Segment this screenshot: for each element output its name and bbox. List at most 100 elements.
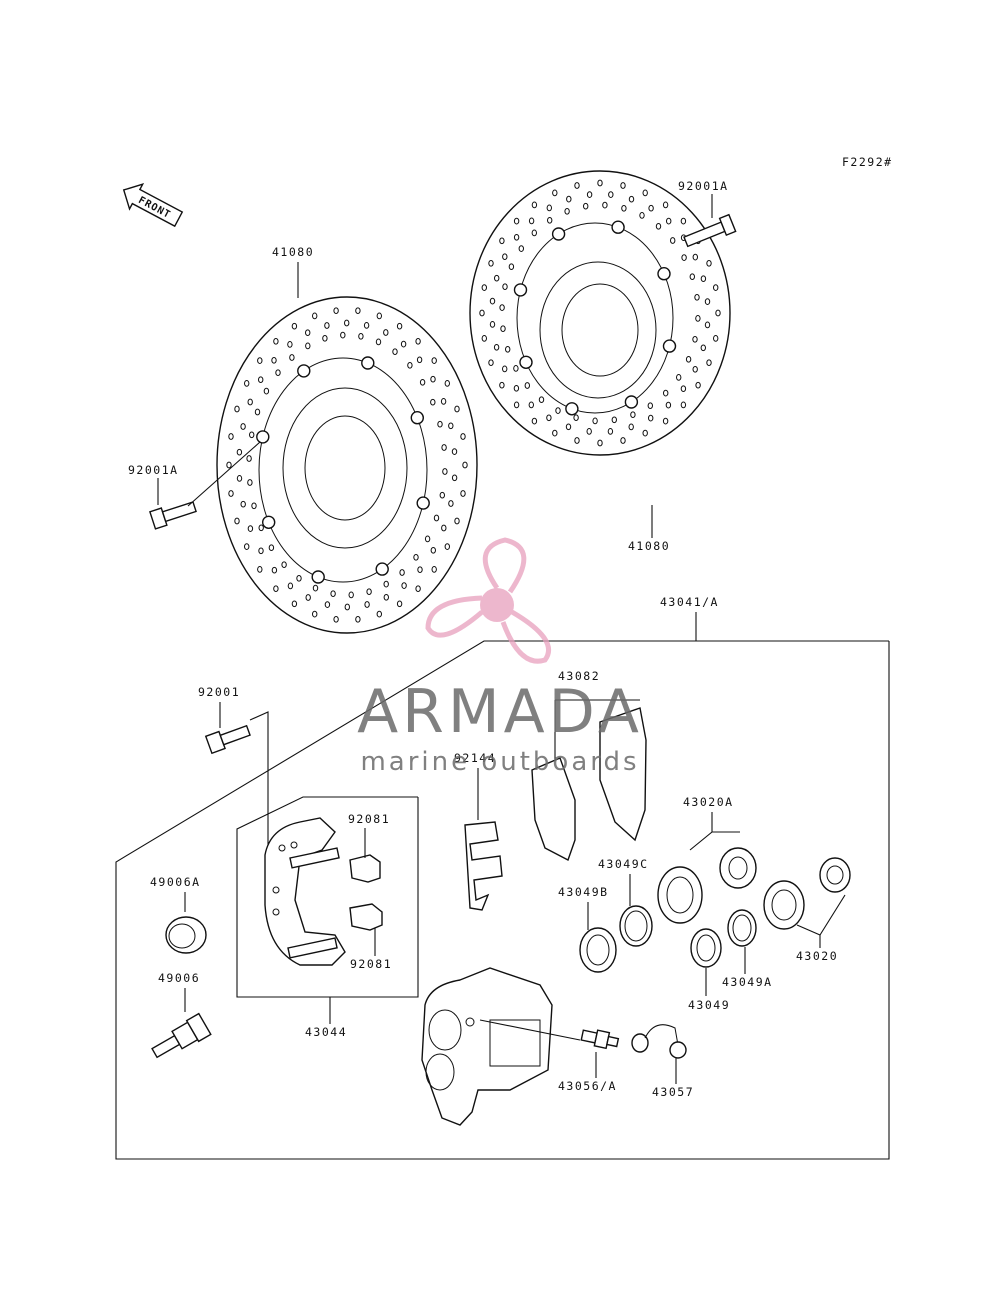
disc-hole	[444, 543, 450, 550]
disc-hole	[441, 524, 447, 532]
disc-hole	[305, 329, 311, 337]
disc-hole	[493, 343, 500, 351]
disc-hole	[479, 309, 485, 317]
disc-rivet	[256, 430, 270, 444]
disc-hole	[366, 588, 372, 596]
disc-hole	[564, 207, 570, 215]
disc-hole	[228, 490, 234, 497]
disc-hole	[254, 408, 261, 416]
disc-hole	[364, 601, 370, 608]
disc-hole	[555, 407, 561, 414]
disc-hole	[375, 338, 382, 346]
disc-hole	[454, 517, 460, 525]
disc-hole	[695, 315, 701, 322]
disc-hole	[592, 417, 598, 425]
disc-hole	[460, 433, 466, 440]
label-pin: 49006	[158, 971, 200, 985]
disc-hole	[430, 375, 436, 383]
disc-hole	[597, 439, 603, 447]
disc-hole	[513, 384, 520, 392]
disc-hole	[322, 334, 328, 342]
disc-hole	[430, 398, 436, 406]
disc-hole	[330, 590, 336, 598]
disc-hole	[620, 437, 626, 444]
disc-hole	[689, 273, 695, 281]
disc-hole	[680, 401, 687, 409]
disc-hole	[355, 307, 361, 315]
disc-hole	[500, 325, 506, 333]
disc-hole	[676, 374, 682, 381]
disc-hole	[246, 455, 252, 462]
disc-hole	[499, 304, 505, 311]
disc-rivet	[519, 355, 533, 369]
disc-hole	[513, 401, 520, 409]
watermark-tagline: marine outboards	[360, 747, 639, 777]
disc-hole	[481, 284, 487, 291]
disc-hole	[444, 380, 450, 387]
disc-hole	[552, 429, 558, 437]
disc-hole	[396, 322, 403, 330]
disc-hole	[305, 594, 311, 601]
disc-hole	[234, 405, 240, 413]
disc-hole	[565, 423, 572, 431]
piston-insulator-a-icon	[719, 847, 757, 889]
disc-rivet	[657, 267, 671, 281]
disc-hole	[257, 566, 263, 573]
disc-hole	[441, 444, 447, 451]
piston-insulator-icon	[819, 857, 851, 893]
disc-hole	[348, 591, 354, 599]
disc-rivet	[311, 570, 325, 584]
disc-hole	[630, 411, 636, 419]
label-disc-right: 41080	[628, 539, 670, 553]
disc-hole	[257, 357, 263, 364]
label-disc-left: 41080	[272, 245, 314, 259]
disc-hole	[376, 312, 382, 320]
disc-hole	[462, 461, 468, 469]
disc-hole	[706, 359, 712, 367]
disc-hole	[324, 322, 330, 329]
disc-rivet	[416, 496, 430, 510]
disc-hole	[680, 385, 687, 393]
pad-spring-icon	[464, 821, 503, 911]
label-bolt-left: 92001A	[128, 463, 179, 477]
clip-top-icon	[349, 854, 381, 883]
disc-hole	[268, 544, 275, 552]
disc-hole	[312, 584, 319, 592]
label-bolt-top: 92001A	[678, 179, 729, 193]
disc-hole	[451, 474, 458, 482]
label-bolt-caliper: 92001	[198, 685, 240, 699]
disc-hole	[531, 229, 537, 237]
disc-hole	[344, 603, 350, 611]
watermark-brand: ARMADA	[357, 677, 643, 747]
disc-hole	[692, 365, 698, 373]
disc-rivet	[624, 395, 639, 409]
disc-hole	[518, 245, 524, 252]
disc-hole	[505, 345, 511, 353]
disc-hole	[489, 321, 496, 328]
disc-hole	[665, 401, 672, 409]
disc-hole	[706, 259, 712, 267]
bleeder-cap-icon	[631, 1024, 687, 1059]
disc-hole	[273, 337, 279, 345]
disc-hole	[399, 569, 405, 576]
disc-hole	[291, 322, 298, 330]
disc-rivet	[297, 364, 311, 378]
disc-hole	[383, 329, 389, 336]
disc-hole	[340, 331, 346, 339]
disc-hole	[296, 574, 302, 582]
boot-icon	[165, 916, 207, 954]
disc-hole	[546, 204, 552, 212]
disc-hole	[305, 342, 311, 350]
disc-hole	[639, 212, 645, 219]
disc-hole	[363, 322, 370, 329]
disc-hole	[508, 263, 515, 271]
diagram-code: F2292#	[842, 155, 893, 169]
disc-hole	[620, 182, 626, 189]
disc-hole	[583, 202, 589, 210]
label-seal-a: 43049A	[722, 975, 773, 989]
disc-rivet	[262, 515, 276, 529]
brake-pad-left-icon	[531, 757, 576, 861]
disc-hole	[244, 380, 250, 387]
disc-hole	[642, 429, 648, 437]
disc-hole	[440, 398, 447, 405]
